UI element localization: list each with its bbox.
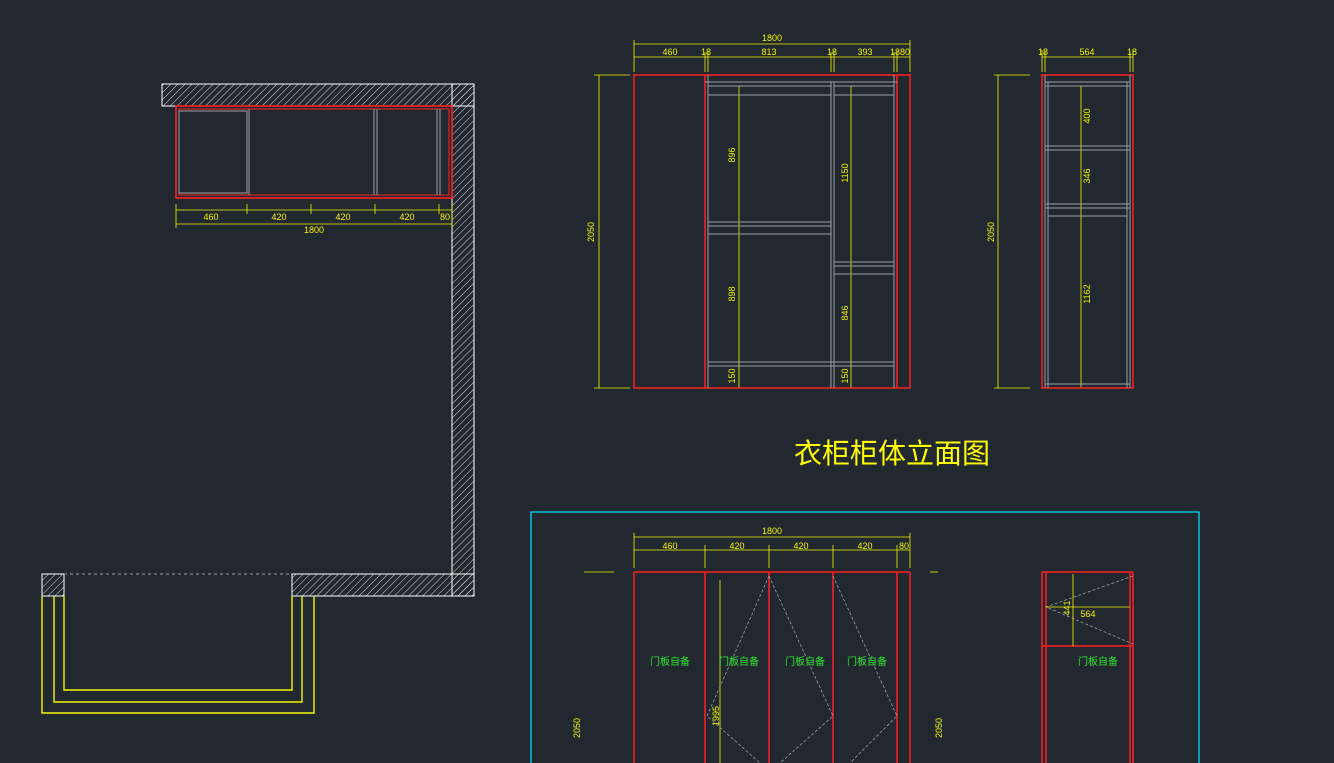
plan-wardrobe (175, 105, 453, 199)
front-dim-5: 393 (857, 47, 872, 57)
front-inner-3: 150 (727, 368, 737, 383)
door-dim-total: 1800 (762, 526, 782, 536)
plan-wall-right (451, 83, 475, 597)
side-height: 2050 (986, 222, 996, 242)
plan-wall-stub (41, 573, 65, 597)
door-dim-1: 460 (662, 541, 677, 551)
front-dim-3: 813 (761, 47, 776, 57)
side-cabinet-body (1041, 74, 1134, 389)
door-side-top-height: 441 (1062, 600, 1072, 615)
door-height-right: 2050 (934, 718, 944, 738)
side-inner-2: 346 (1082, 168, 1092, 183)
side-dim-1: 18 (1038, 47, 1048, 57)
plan-dim-4: 420 (399, 212, 414, 222)
plan-dim-total: 1800 (304, 225, 324, 235)
door-height-left: 2050 (572, 718, 582, 738)
front-inner-5: 846 (840, 305, 850, 320)
door-side-elevation: 564 441 门板自备 (1041, 571, 1134, 763)
front-dim-6: 18 (890, 47, 900, 57)
front-dim-4: 18 (827, 47, 837, 57)
front-dim-total: 1800 (762, 33, 782, 43)
plan-dim-5: 80 (440, 212, 450, 222)
front-inner-2: 898 (727, 286, 737, 301)
front-dim-1: 460 (662, 47, 677, 57)
front-inner-1: 896 (727, 147, 737, 162)
door-panels (633, 571, 911, 763)
front-dim-7: 80 (900, 47, 910, 57)
door-label-3: 门板自备 (785, 655, 825, 668)
door-label-2: 门板自备 (719, 655, 759, 668)
drawing-title: 衣柜柜体立面图 (794, 438, 990, 469)
plan-dimensions (175, 204, 453, 228)
plan-wall-bottom (291, 573, 475, 597)
door-side-depth: 564 (1080, 609, 1095, 619)
door-label-4: 门板自备 (847, 655, 887, 668)
door-dim-3: 420 (793, 541, 808, 551)
side-inner-3: 1162 (1082, 284, 1092, 303)
door-dim-2: 420 (729, 541, 744, 551)
plan-dim-2: 420 (271, 212, 286, 222)
front-inner-6: 150 (840, 368, 850, 383)
door-inner-height: 1995 (711, 706, 721, 726)
door-label-1: 门板自备 (650, 655, 690, 668)
front-height: 2050 (586, 222, 596, 242)
front-inner-4: 1150 (840, 163, 850, 182)
front-cabinet-body (633, 74, 911, 389)
door-side-label: 门板自备 (1078, 655, 1118, 668)
front-dim-2: 18 (701, 47, 711, 57)
side-elevation: 18 564 18 2050 400 346 1162 (986, 47, 1137, 389)
side-dim-2: 564 (1079, 47, 1094, 57)
plan-dim-3: 420 (335, 212, 350, 222)
side-dim-3: 18 (1127, 47, 1137, 57)
front-elevation: 1800 460 18 813 18 393 18 80 2050 896 89… (586, 33, 911, 389)
door-dim-5: 80 (899, 541, 909, 551)
door-elevation: 1800 460 420 420 420 80 2050 2050 1995 (572, 526, 944, 763)
door-elevation-frame (530, 511, 1200, 763)
plan-dim-1: 460 (203, 212, 218, 222)
plan-yellow-structure (41, 596, 315, 714)
door-dim-4: 420 (857, 541, 872, 551)
floor-plan: 460 420 420 420 80 1800 (41, 83, 475, 714)
plan-wall-top (161, 83, 475, 107)
side-inner-1: 400 (1082, 108, 1092, 123)
